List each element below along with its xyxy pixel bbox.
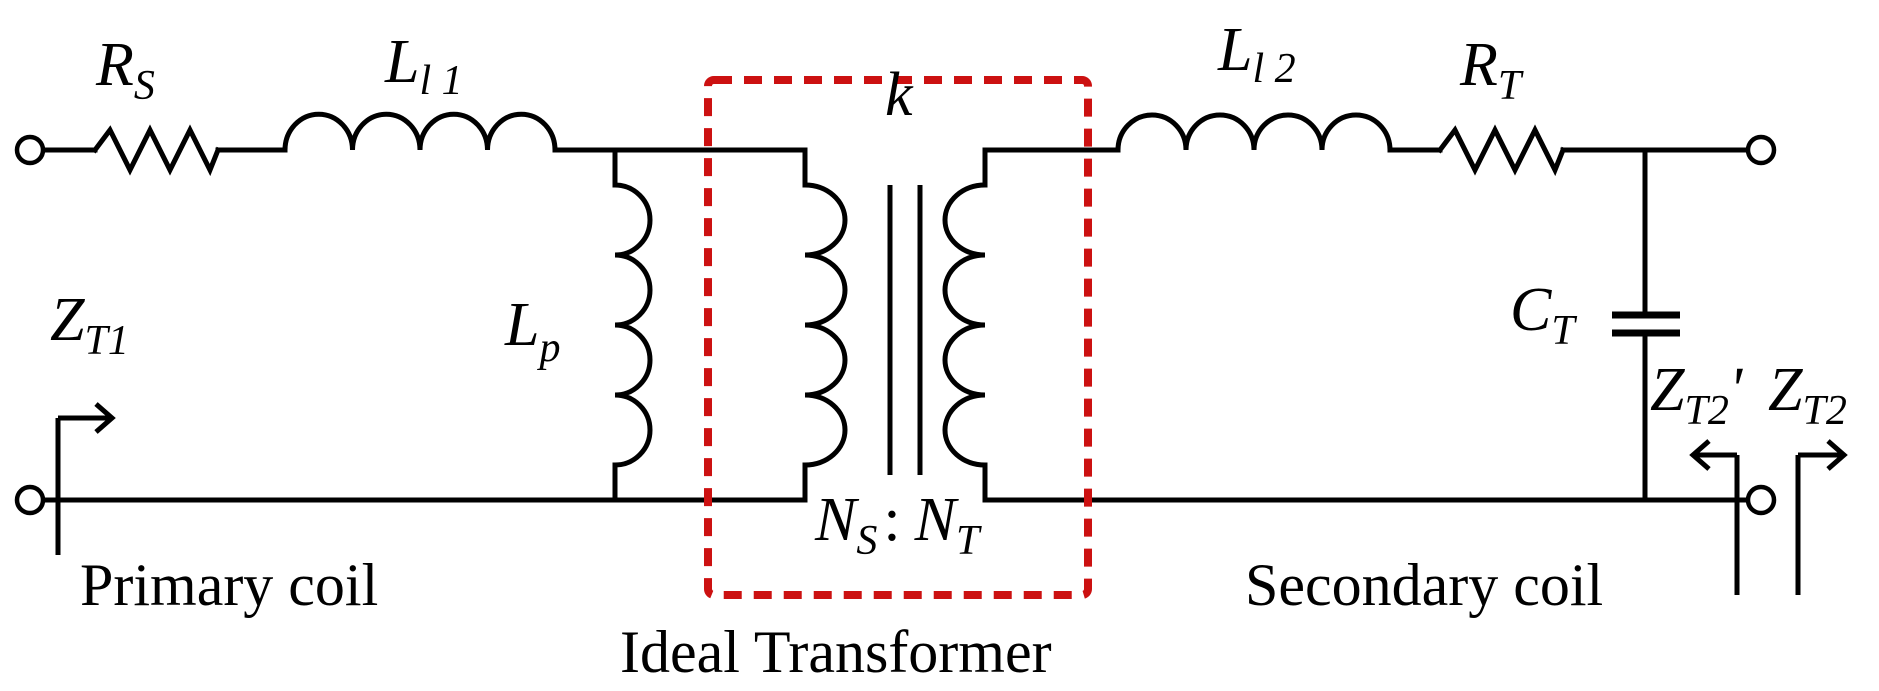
terminal-top-left: [14, 134, 46, 166]
label-rt: RT: [1459, 31, 1524, 109]
label-ll1: Ll 1: [384, 28, 463, 104]
zt2-prime-arrow: [1689, 439, 1740, 595]
terminal-bottom-right: [1745, 484, 1777, 516]
terminal-top-right: [1745, 134, 1777, 166]
label-zt1: ZT1: [50, 286, 129, 364]
caption-primary-coil: Primary coil: [80, 552, 378, 618]
terminal-bottom-left: [14, 484, 46, 516]
label-ll2: Ll 2: [1217, 16, 1296, 92]
caption-ideal-transformer: Ideal Transformer: [620, 619, 1052, 685]
top-wires: [39, 147, 1749, 188]
label-turns-ratio: NS:NT: [814, 486, 982, 564]
zt2-arrow: [1795, 439, 1848, 595]
resistor-rs: [91, 124, 222, 177]
inductor-lp: [612, 147, 653, 503]
capacitor-ct: [1612, 147, 1680, 503]
transformer-secondary-winding: [942, 182, 986, 468]
caption-secondary-coil: Secondary coil: [1245, 552, 1603, 618]
transformer-primary-winding: [804, 182, 848, 468]
label-rs: RS: [95, 31, 155, 109]
bottom-wires: [39, 462, 1749, 503]
inductor-ll2: [1115, 112, 1393, 151]
label-lp: Lp: [504, 291, 560, 371]
label-zt2-prime: ZT2': [1650, 356, 1744, 434]
transformer-core: [887, 185, 923, 475]
label-zt2: ZT2: [1768, 356, 1847, 434]
ideal-transformer-box: [704, 76, 1092, 599]
zt1-arrow: [55, 402, 116, 555]
label-ct: CT: [1510, 276, 1577, 354]
inductor-ll1: [282, 111, 558, 151]
resistor-rt: [1436, 124, 1567, 177]
label-k: k: [885, 61, 914, 129]
